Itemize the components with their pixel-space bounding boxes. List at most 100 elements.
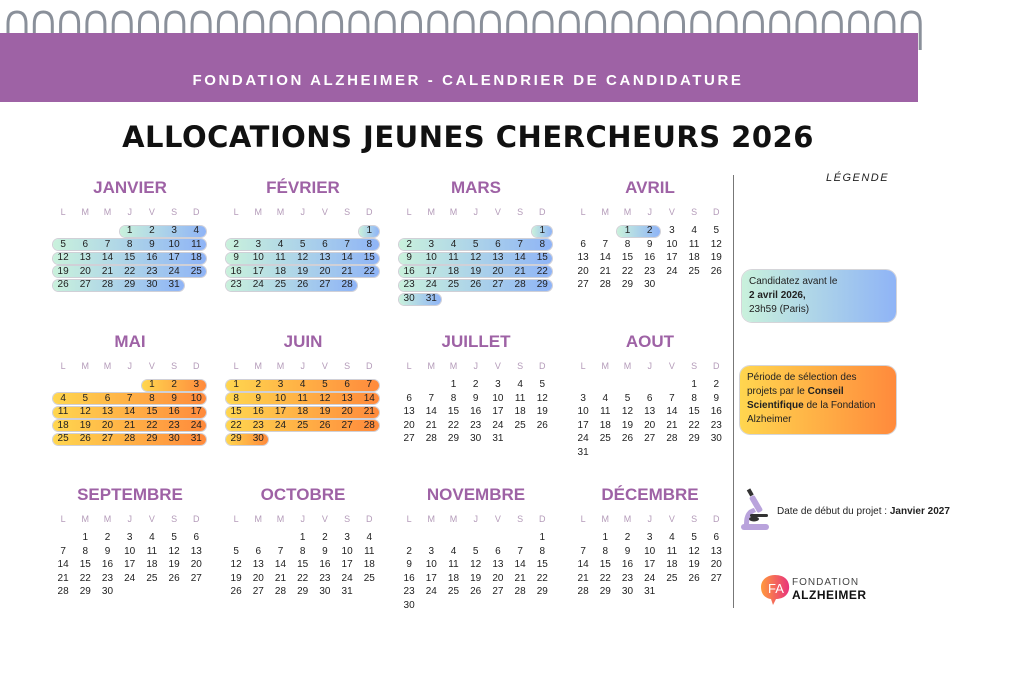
day-cell: 24 xyxy=(274,419,287,431)
day-cell: 24 xyxy=(577,433,589,445)
legend-start: Date de début du projet : Janvier 2027 xyxy=(777,505,950,519)
day-cell: 23 xyxy=(146,265,158,277)
day-cell: 25 xyxy=(363,572,375,584)
day-cell: 30 xyxy=(168,433,180,445)
day-cell: 12 xyxy=(470,252,482,264)
day-cell: 10 xyxy=(492,392,504,404)
day-cell: 25 xyxy=(447,279,460,291)
month-name: JANVIER xyxy=(93,178,167,197)
weekday-label: L xyxy=(233,361,239,371)
spiral-loop xyxy=(900,10,922,58)
weekday-label: V xyxy=(668,207,675,217)
day-cell: 19 xyxy=(297,265,309,277)
day-cell: 18 xyxy=(57,419,69,431)
spiral-loop xyxy=(769,10,791,58)
day-cell: 6 xyxy=(322,238,328,250)
day-cell: 22 xyxy=(688,419,700,431)
weekday-label: J xyxy=(127,361,132,371)
month-name: OCTOBRE xyxy=(260,485,346,504)
day-cell: 24 xyxy=(252,279,264,291)
day-cell: 14 xyxy=(57,559,69,571)
day-cell: 27 xyxy=(101,433,114,445)
logo-text-bottom: ALZHEIMER xyxy=(792,588,867,602)
day-cell: 11 xyxy=(600,406,611,418)
day-cell: 28 xyxy=(274,586,287,598)
weekday-label: M xyxy=(449,514,458,524)
day-cell: 31 xyxy=(168,279,180,291)
day-cell: 26 xyxy=(470,279,482,291)
day-cell: 22 xyxy=(124,265,136,277)
day-cell: 21 xyxy=(599,265,611,277)
day-cell: 18 xyxy=(688,252,700,264)
spiral-loop xyxy=(874,10,896,58)
day-cell: 23 xyxy=(710,419,722,431)
day-cell: 29 xyxy=(621,279,634,291)
spiral-loop xyxy=(32,10,54,58)
day-cell: 17 xyxy=(425,572,437,584)
day-cell: 8 xyxy=(233,392,239,404)
weekday-label: J xyxy=(300,361,305,371)
highlight-orange xyxy=(53,420,207,432)
day-cell: 19 xyxy=(470,572,482,584)
weekday-label: S xyxy=(517,514,524,524)
spiral-loop xyxy=(374,10,396,58)
highlight-blue xyxy=(399,279,553,291)
day-cell: 25 xyxy=(514,419,526,431)
day-cell: 13 xyxy=(492,252,504,264)
legend-deadline-time: 23h59 (Paris) xyxy=(749,304,810,315)
day-cell: 29 xyxy=(297,586,309,598)
day-cell: 1 xyxy=(82,532,89,543)
day-cell: 14 xyxy=(599,252,611,264)
spiral-loop xyxy=(716,10,738,58)
highlight-blue xyxy=(399,293,442,305)
weekday-label: L xyxy=(580,361,586,371)
day-cell: 8 xyxy=(126,238,133,250)
day-cell: 23 xyxy=(403,279,415,291)
weekday-label: L xyxy=(60,207,66,217)
weekday-label: D xyxy=(713,207,720,217)
day-cell: 18 xyxy=(190,252,202,264)
day-cell: 9 xyxy=(624,545,631,557)
day-cell: 12 xyxy=(710,238,722,250)
highlight-blue xyxy=(53,266,207,278)
month-name: JUIN xyxy=(283,332,323,351)
day-cell: 9 xyxy=(104,545,111,557)
weekday-label: J xyxy=(473,514,478,524)
day-cell: 4 xyxy=(193,225,200,236)
highlight-orange xyxy=(141,379,207,391)
day-cell: 7 xyxy=(60,545,66,557)
day-cell: 17 xyxy=(341,559,353,571)
day-cell: 2 xyxy=(255,379,262,390)
highlight-orange xyxy=(226,379,380,391)
day-cell: 13 xyxy=(492,559,504,571)
day-cell: 9 xyxy=(171,392,177,404)
day-cell: 29 xyxy=(79,586,91,598)
day-cell: 26 xyxy=(688,572,700,584)
month-name: AVRIL xyxy=(625,178,675,197)
day-cell: 11 xyxy=(275,252,286,264)
day-cell: 20 xyxy=(319,265,331,277)
day-cell: 15 xyxy=(297,559,309,571)
spiral-loop xyxy=(111,10,133,58)
spiral-loop xyxy=(479,10,501,58)
logo-mark-icon: FA xyxy=(761,575,790,605)
day-cell: 29 xyxy=(688,433,700,445)
day-cell: 8 xyxy=(366,238,373,250)
day-cell: 30 xyxy=(644,279,656,291)
day-cell: 7 xyxy=(602,238,609,250)
day-cell: 15 xyxy=(447,406,460,418)
day-cell: 27 xyxy=(403,433,415,445)
day-cell: 5 xyxy=(82,392,89,404)
day-cell: 19 xyxy=(621,419,634,431)
weekday-label: M xyxy=(254,514,263,524)
weekday-label: M xyxy=(427,514,436,524)
day-cell: 5 xyxy=(713,225,720,236)
day-cell: 15 xyxy=(536,559,548,571)
day-cell: 17 xyxy=(644,559,656,571)
weekday-label: S xyxy=(171,514,178,524)
day-cell: 14 xyxy=(425,406,437,418)
legend-deadline-line1: Candidatez avant le xyxy=(749,276,838,287)
day-cell: 17 xyxy=(190,406,202,418)
weekday-label: V xyxy=(668,514,675,524)
day-cell: 21 xyxy=(577,572,589,584)
